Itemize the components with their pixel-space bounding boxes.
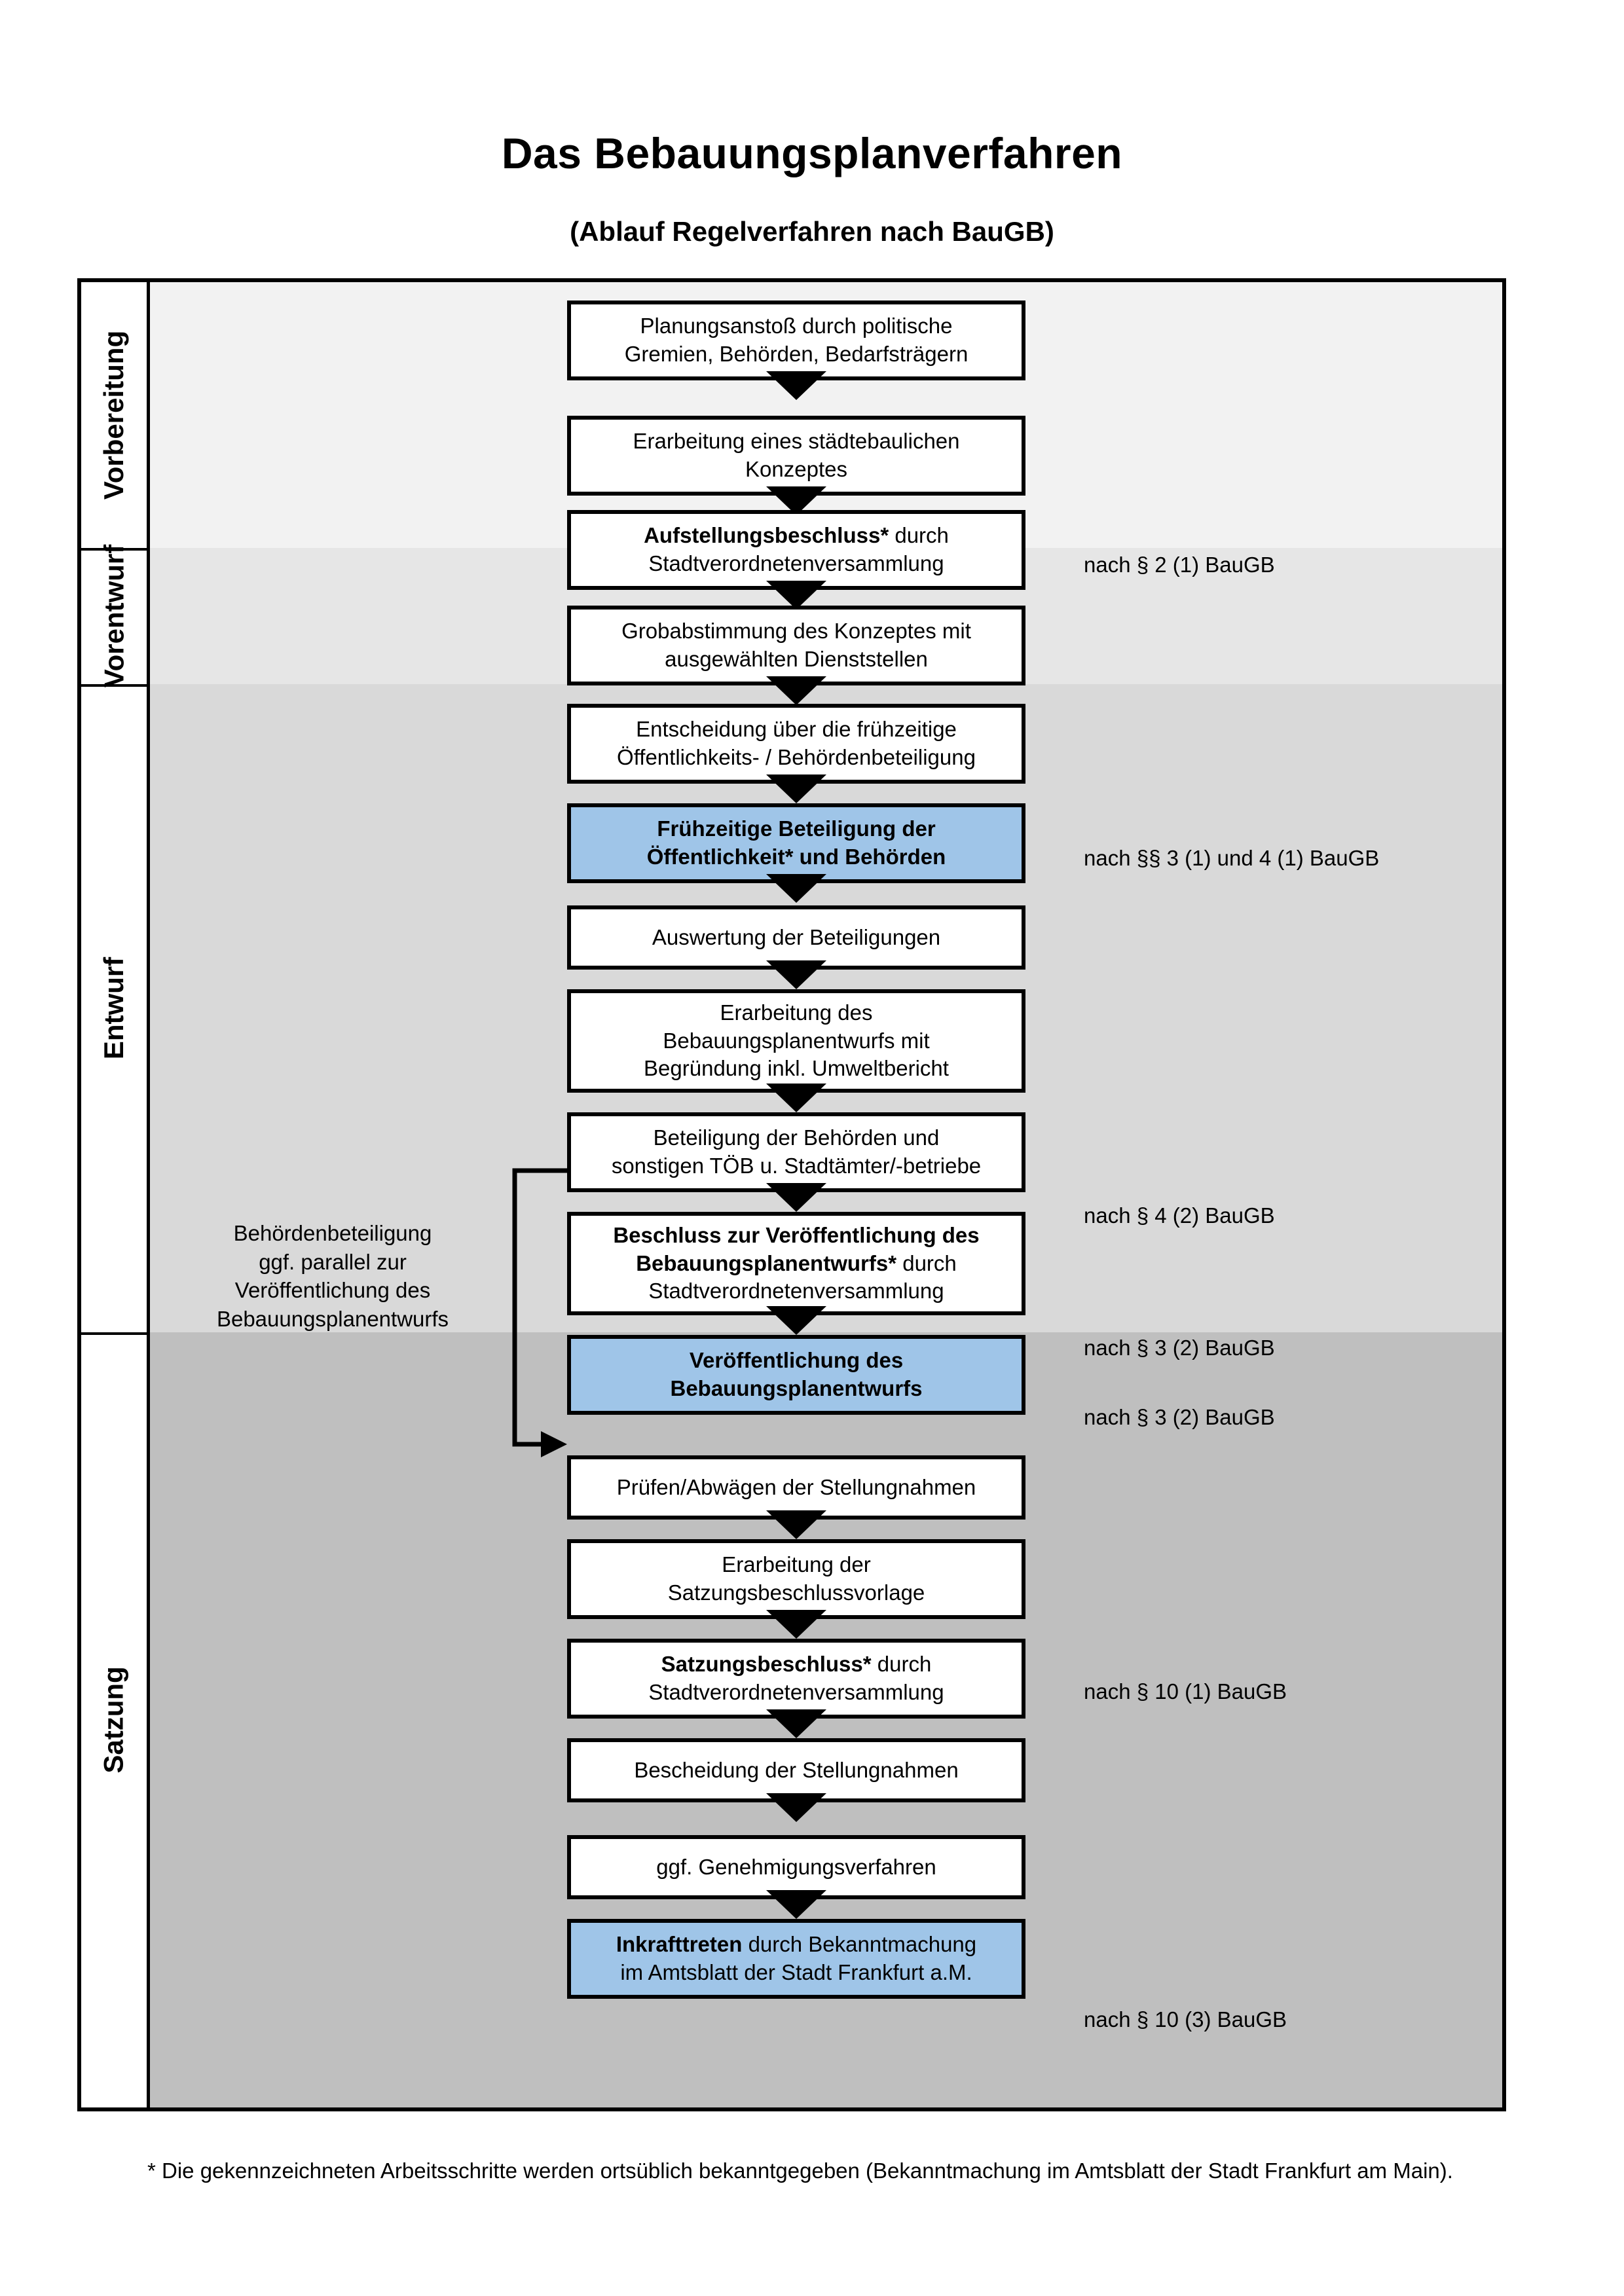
phase-label-entwurf: Entwurf bbox=[81, 684, 147, 1332]
arrow-down-15 bbox=[766, 1793, 826, 1822]
step-box-grobabstimmung[interactable]: Grobabstimmung des Konzeptes mit ausgewä… bbox=[567, 606, 1025, 685]
step-box-genehmigungsverfahren[interactable]: ggf. Genehmigungsverfahren bbox=[567, 1835, 1025, 1899]
step-bold-term: Bebauungsplanentwurfs* bbox=[636, 1250, 897, 1275]
step-line: Bebauungsplanentwurfs mit bbox=[663, 1028, 930, 1053]
arrow-down-4 bbox=[766, 676, 826, 705]
step-line: Prüfen/Abwägen der Stellungnahmen bbox=[616, 1474, 976, 1499]
step-line-rest: durch bbox=[889, 523, 949, 548]
step-line: Erarbeitung des bbox=[720, 1000, 873, 1025]
step-box-pruefen-abwaegen[interactable]: Prüfen/Abwägen der Stellungnahmen bbox=[567, 1455, 1025, 1520]
legal-ref-par4-2: nach § 4 (2) BauGB bbox=[1084, 1203, 1275, 1228]
step-line: Bebauungsplanentwurfs* durch bbox=[613, 1250, 979, 1278]
step-line: Entscheidung über die frühzeitige bbox=[636, 717, 957, 742]
step-line: Beteiligung der Behörden und bbox=[653, 1125, 940, 1150]
step-line: Inkrafttreten durch Bekanntmachung bbox=[616, 1931, 976, 1959]
sidenote-line-2: ggf. parallel zur bbox=[259, 1249, 407, 1274]
phase-label-text: Satzung bbox=[98, 1666, 130, 1774]
arrow-down-3 bbox=[766, 581, 826, 610]
step-bold-term: Beschluss zur Veröffentlichung des bbox=[613, 1222, 980, 1247]
step-line: sonstigen TÖB u. Stadtämter/-betriebe bbox=[611, 1154, 982, 1178]
legal-ref-par3-2-a: nach § 3 (2) BauGB bbox=[1084, 1336, 1275, 1360]
step-line: Öffentlichkeits- / Behördenbeteiligung bbox=[617, 745, 976, 769]
step-box-satzungsbeschluss[interactable]: Satzungsbeschluss* durch Stadtverordnete… bbox=[567, 1639, 1025, 1719]
phase-label-vorbereitung: Vorbereitung bbox=[81, 282, 147, 548]
step-line: Veröffentlichung des bbox=[689, 1348, 904, 1373]
step-line: Bebauungsplanentwurfs bbox=[670, 1376, 923, 1400]
step-line-rest: durch Bekanntmachung bbox=[742, 1932, 977, 1957]
label-column-divider bbox=[147, 282, 150, 2107]
page-title: Das Bebauungsplanverfahren bbox=[501, 129, 1123, 177]
step-line: Gremien, Behörden, Bedarfsträgern bbox=[624, 342, 969, 366]
step-line: Stadtverordnetenversammlung bbox=[648, 1279, 944, 1303]
step-line: Planungsanstoß durch politische bbox=[640, 314, 953, 338]
step-box-erarbeitung-bebauungsplanentwurf[interactable]: Erarbeitung des Bebauungsplanentwurfs mi… bbox=[567, 989, 1025, 1093]
phase-label-text: Entwurf bbox=[98, 957, 129, 1060]
phase-label-satzung: Satzung bbox=[81, 1332, 147, 2107]
step-line: Auswertung der Beteiligungen bbox=[652, 924, 941, 949]
step-box-fruehzeitige-beteiligung[interactable]: Frühzeitige Beteiligung der Öffentlichke… bbox=[567, 803, 1025, 883]
arrow-down-8 bbox=[766, 1084, 826, 1112]
step-box-erarbeitung-satzungsbeschlussvorlage[interactable]: Erarbeitung der Satzungsbeschlussvorlage bbox=[567, 1539, 1025, 1619]
step-line: Frühzeitige Beteiligung der bbox=[657, 816, 936, 841]
step-line: Öffentlichkeit* und Behörden bbox=[646, 845, 946, 869]
sidenote-line-4: Bebauungsplanentwurfs bbox=[216, 1306, 449, 1331]
phase-separator-1 bbox=[81, 548, 147, 551]
sidenote-line-1: Behördenbeteiligung bbox=[233, 1221, 432, 1245]
step-line: Satzungsbeschlussvorlage bbox=[667, 1580, 925, 1605]
phase-label-text: Vorentwurf bbox=[98, 544, 129, 688]
arrow-down-9 bbox=[766, 1183, 826, 1212]
phase-separator-3 bbox=[81, 1332, 147, 1335]
phase-separator-2 bbox=[81, 684, 147, 687]
arrow-down-6 bbox=[766, 874, 826, 903]
page-subtitle: (Ablauf Regelverfahren nach BauGB) bbox=[570, 216, 1054, 247]
step-box-beschluss-veroeffentlichung[interactable]: Beschluss zur Veröffentlichung des Bebau… bbox=[567, 1212, 1025, 1315]
phase-label-vorentwurf: Vorentwurf bbox=[81, 545, 147, 688]
step-box-entscheidung-fruehzeitige-beteiligung[interactable]: Entscheidung über die frühzeitige Öffent… bbox=[567, 704, 1025, 784]
step-line: Konzeptes bbox=[745, 457, 847, 481]
arrow-down-16 bbox=[766, 1890, 826, 1919]
step-line: ausgewählten Dienststellen bbox=[665, 647, 928, 671]
step-box-planungsanstoss[interactable]: Planungsanstoß durch politische Gremien,… bbox=[567, 301, 1025, 380]
arrow-down-14 bbox=[766, 1709, 826, 1738]
legal-ref-par2-1: nach § 2 (1) BauGB bbox=[1084, 553, 1275, 577]
legal-ref-par3-1-4-1: nach §§ 3 (1) und 4 (1) BauGB bbox=[1084, 846, 1380, 870]
step-line: Bescheidung der Stellungnahmen bbox=[634, 1757, 959, 1782]
step-line: Begründung inkl. Umweltbericht bbox=[644, 1056, 949, 1081]
step-box-beteiligung-behoerden-toeb[interactable]: Beteiligung der Behörden und sonstigen T… bbox=[567, 1112, 1025, 1192]
arrow-down-12 bbox=[766, 1510, 826, 1539]
step-bold-term: Satzungsbeschluss* bbox=[661, 1652, 872, 1677]
sidenote-behoerdenbeteiligung: Behördenbeteiligung ggf. parallel zur Ve… bbox=[175, 1219, 490, 1333]
step-box-inkrafttreten[interactable]: Inkrafttreten durch Bekanntmachung im Am… bbox=[567, 1919, 1025, 1999]
step-bold-term: Inkrafttreten bbox=[616, 1932, 743, 1957]
footnote-asterisk-note: * Die gekennzeichneten Arbeitsschritte w… bbox=[147, 2159, 1453, 2183]
step-line: Beschluss zur Veröffentlichung des bbox=[613, 1222, 979, 1250]
step-line: Stadtverordnetenversammlung bbox=[648, 1680, 944, 1704]
step-line: im Amtsblatt der Stadt Frankfurt a.M. bbox=[620, 1960, 972, 1984]
step-box-veroeffentlichung-entwurf[interactable]: Veröffentlichung des Bebauungsplanentwur… bbox=[567, 1335, 1025, 1415]
step-bold-term: Aufstellungsbeschluss* bbox=[644, 523, 889, 548]
arrow-down-10 bbox=[766, 1306, 826, 1335]
legal-ref-par10-1: nach § 10 (1) BauGB bbox=[1084, 1679, 1287, 1704]
legal-ref-par3-2-b: nach § 3 (2) BauGB bbox=[1084, 1405, 1275, 1429]
step-line: Grobabstimmung des Konzeptes mit bbox=[621, 619, 971, 644]
arrow-down-1 bbox=[766, 371, 826, 400]
arrow-down-13 bbox=[766, 1610, 826, 1639]
arrow-down-7 bbox=[766, 960, 826, 989]
step-line-rest: durch bbox=[896, 1250, 957, 1275]
arrow-down-5 bbox=[766, 774, 826, 803]
step-line: ggf. Genehmigungsverfahren bbox=[656, 1854, 936, 1879]
step-line: Aufstellungsbeschluss* durch bbox=[644, 522, 949, 550]
legal-ref-par10-3: nach § 10 (3) BauGB bbox=[1084, 2007, 1287, 2032]
step-line: Erarbeitung eines städtebaulichen bbox=[633, 429, 960, 454]
step-box-aufstellungsbeschluss[interactable]: Aufstellungsbeschluss* durch Stadtverord… bbox=[567, 510, 1025, 590]
step-line: Stadtverordnetenversammlung bbox=[648, 551, 944, 575]
step-box-staedtebauliches-konzept[interactable]: Erarbeitung eines städtebaulichen Konzep… bbox=[567, 416, 1025, 496]
sidenote-line-3: Veröffentlichung des bbox=[234, 1278, 431, 1303]
step-line: Satzungsbeschluss* durch bbox=[648, 1650, 944, 1679]
phase-label-text: Vorbereitung bbox=[98, 330, 130, 500]
step-line-rest: durch bbox=[871, 1652, 932, 1677]
step-line: Erarbeitung der bbox=[722, 1552, 871, 1577]
